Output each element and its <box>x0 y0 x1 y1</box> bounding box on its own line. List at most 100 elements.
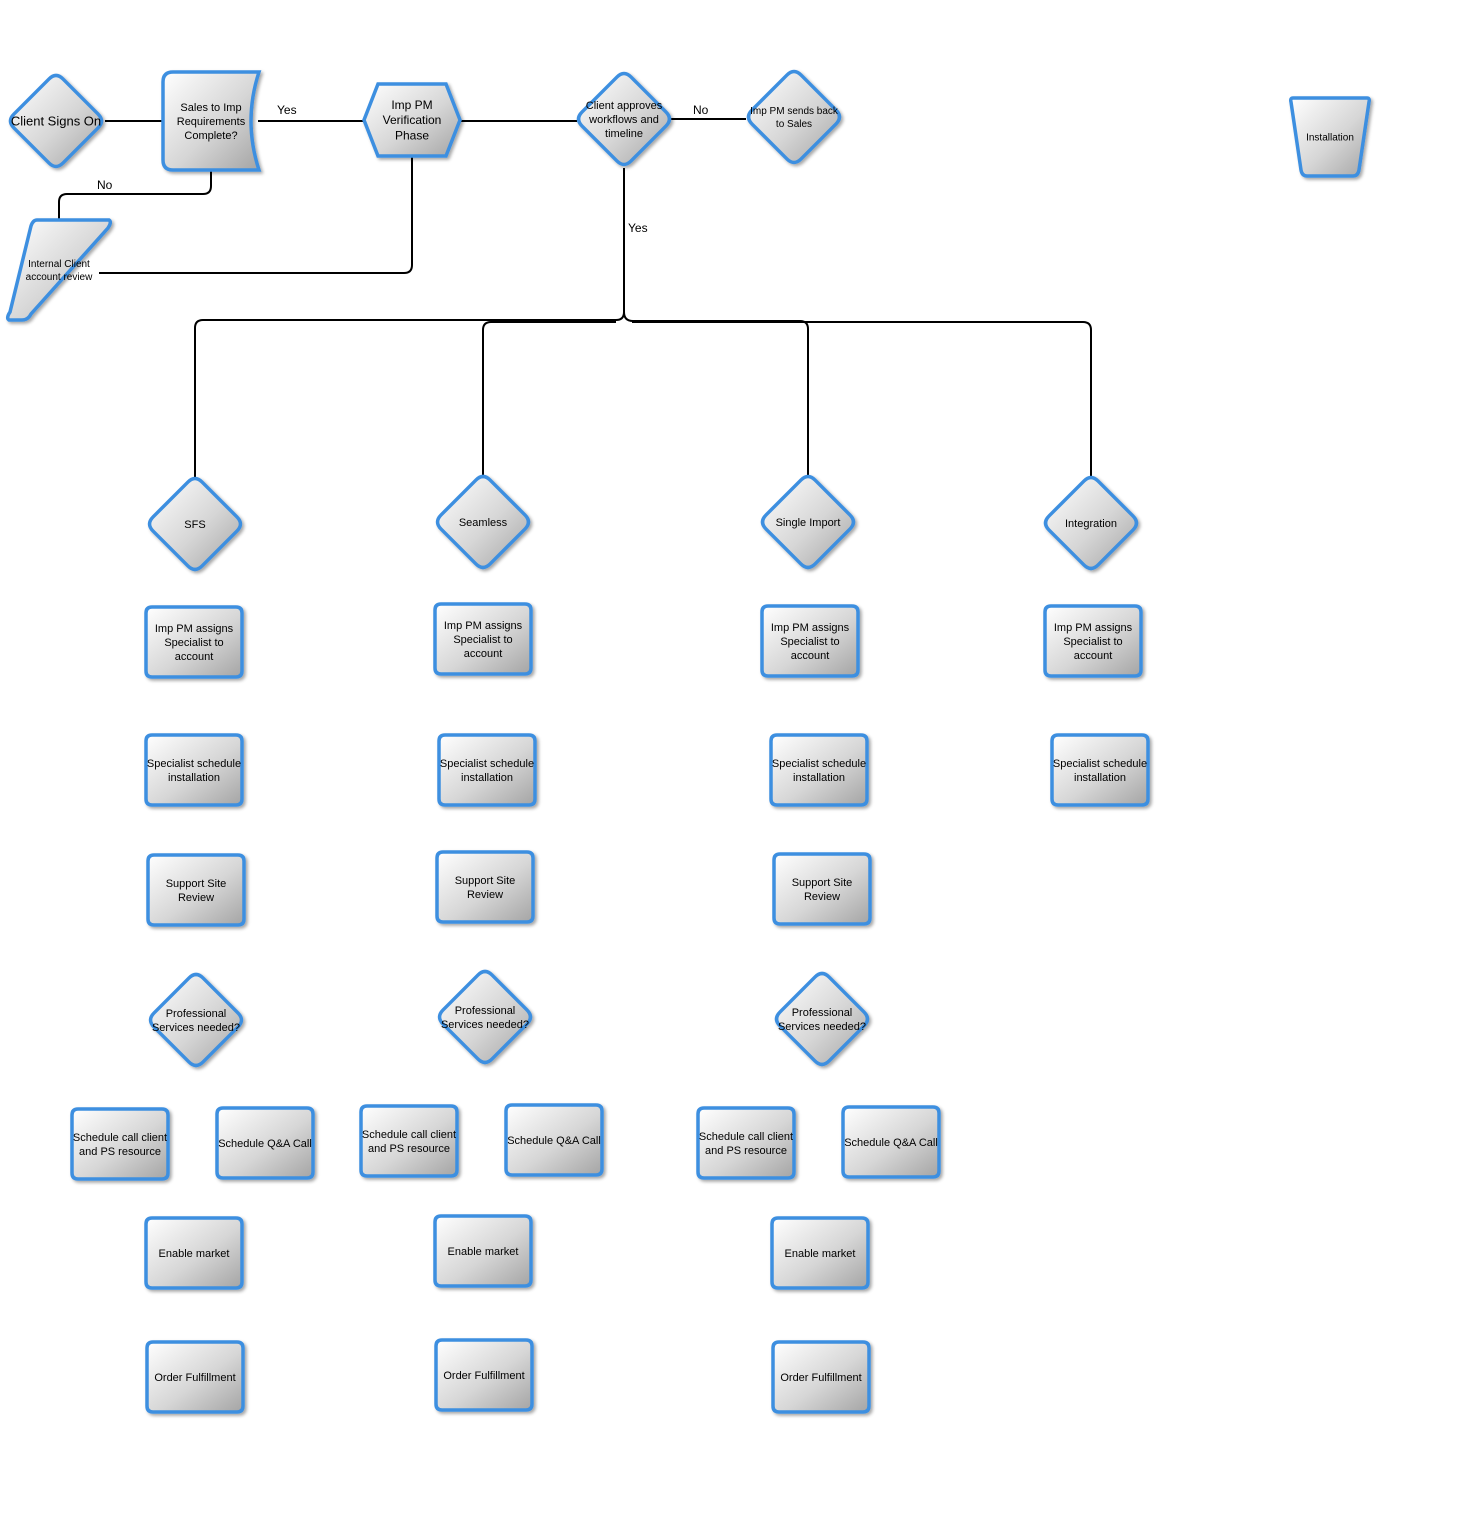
rect-shape <box>70 1107 170 1181</box>
node-label-line: Schedule call client <box>699 1131 793 1143</box>
rect-shape <box>770 1216 870 1290</box>
node-sfs[interactable]: SFS <box>147 476 243 572</box>
node-order-single[interactable]: Order Fulfillment <box>771 1340 871 1414</box>
edge-verification-to-internal-review <box>99 156 413 274</box>
rect-shape <box>1050 733 1150 807</box>
rect-shape <box>841 1105 941 1179</box>
node-client-signs-on[interactable]: Client Signs On <box>8 73 104 169</box>
node-qa-single[interactable]: Schedule Q&A Call <box>841 1105 941 1179</box>
node-label-line: and PS resource <box>79 1146 161 1158</box>
node-label-line: timeline <box>605 128 643 140</box>
node-label-line: Specialist to <box>780 636 839 648</box>
diamond-shape <box>148 972 244 1068</box>
node-label-line: Schedule call client <box>362 1129 456 1141</box>
rect-shape <box>215 1106 315 1180</box>
node-label-line: Internal Client <box>28 259 90 270</box>
node-enable-seamless[interactable]: Enable market <box>433 1214 533 1288</box>
node-label-line: installation <box>168 772 220 784</box>
node-label-line: Specialist schedule <box>772 758 866 770</box>
node-single-import[interactable]: Single Import <box>760 474 856 570</box>
parallelogram-shape <box>5 218 113 322</box>
node-order-sfs[interactable]: Order Fulfillment <box>145 1340 245 1414</box>
rect-shape <box>433 602 533 676</box>
diamond-shape <box>1043 475 1139 571</box>
rect-shape <box>434 1338 534 1412</box>
rect-shape <box>772 852 872 926</box>
node-label-line: Specialist schedule <box>440 758 534 770</box>
node-enable-sfs[interactable]: Enable market <box>144 1216 244 1290</box>
node-label-line: Specialist to <box>164 637 223 649</box>
node-label-line: workflows and <box>588 114 659 126</box>
node-seamless[interactable]: Seamless <box>435 474 531 570</box>
node-label-line: Support Site <box>792 877 853 889</box>
node-order-seamless[interactable]: Order Fulfillment <box>434 1338 534 1412</box>
rect-shape <box>760 604 860 678</box>
node-label-line: Integration <box>1065 518 1117 530</box>
node-label-line: and PS resource <box>705 1145 787 1157</box>
node-internal-client-review[interactable]: Internal Client account review <box>5 218 113 322</box>
rect-shape <box>145 1340 245 1414</box>
diamond-shape <box>8 73 104 169</box>
node-integration[interactable]: Integration <box>1043 475 1139 571</box>
node-label-line: Sales to Imp <box>180 102 241 114</box>
edge-label-yes-approval: Yes <box>628 221 648 235</box>
node-label-line: account <box>1074 650 1113 662</box>
node-label-line: Imp PM assigns <box>444 620 523 632</box>
rect-shape <box>769 733 869 807</box>
node-label-line: Support Site <box>455 875 516 887</box>
node-label-line: Support Site <box>166 878 227 890</box>
diamond-shape <box>760 474 856 570</box>
trapezoid-shape <box>1289 96 1371 178</box>
bracket-shape <box>161 70 262 172</box>
edge-branch-integration <box>632 321 1092 476</box>
rect-shape <box>433 1214 533 1288</box>
node-label-line: Schedule Q&A Call <box>218 1138 312 1150</box>
diamond-shape <box>435 474 531 570</box>
diamond-shape <box>437 969 533 1065</box>
node-label-line: Order Fulfillment <box>443 1370 524 1382</box>
rect-shape <box>437 733 537 807</box>
node-label-line: Schedule Q&A Call <box>844 1137 938 1149</box>
node-imp-pm-sends-back[interactable]: Imp PM sends back to Sales <box>746 69 842 165</box>
edge-sales-to-internal-review <box>58 170 212 220</box>
rect-shape <box>146 853 246 927</box>
node-call-single[interactable]: Schedule call client and PS resource <box>696 1106 796 1180</box>
edge-label-yes-requirements: Yes <box>277 103 297 117</box>
node-label-line: Complete? <box>184 130 237 142</box>
node-label-line: account review <box>26 272 93 283</box>
node-label-line: Imp PM <box>391 98 432 112</box>
node-label-line: Professional <box>455 1005 516 1017</box>
node-qa-sfs[interactable]: Schedule Q&A Call <box>215 1106 315 1180</box>
node-label-line: Specialist schedule <box>1053 758 1147 770</box>
node-label-line: to Sales <box>776 119 812 130</box>
node-label-line: Enable market <box>159 1248 230 1260</box>
node-installation[interactable]: Installation <box>1289 96 1371 178</box>
node-label-line: Imp PM sends back <box>750 106 839 117</box>
rect-shape <box>144 605 244 679</box>
edge-branch-seamless <box>482 321 616 476</box>
node-enable-single[interactable]: Enable market <box>770 1216 870 1290</box>
node-qa-seamless[interactable]: Schedule Q&A Call <box>504 1103 604 1177</box>
node-label-line: Services needed? <box>778 1021 866 1033</box>
rect-shape <box>1043 604 1143 678</box>
